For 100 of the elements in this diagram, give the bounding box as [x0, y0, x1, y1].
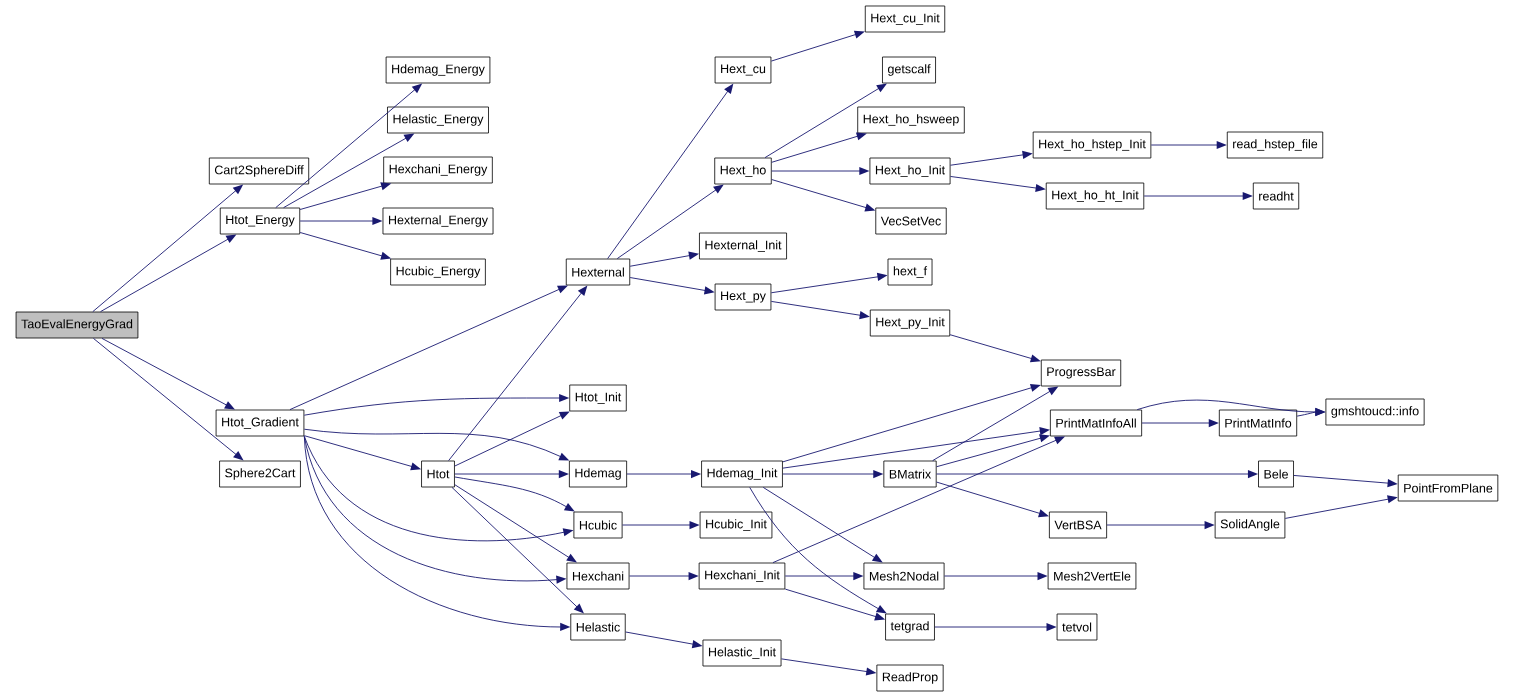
arrow: [770, 272, 888, 294]
function-box: Hext_cu_Init: [864, 5, 946, 33]
arrow: [770, 300, 870, 320]
arrow: [454, 484, 577, 563]
function-box: read_hstep_file: [1226, 131, 1324, 159]
function-box: Hexternal_Init: [699, 232, 787, 260]
function-box: Hdemag: [569, 460, 628, 488]
arrow: [782, 383, 1041, 463]
function-box: Hexternal_Energy: [382, 207, 494, 235]
function-box: ReadProp: [876, 664, 944, 692]
function-box: Hcubic_Energy: [390, 258, 486, 286]
arrow: [950, 176, 1046, 193]
arrow: [454, 411, 570, 467]
function-box: Hdemag_Energy: [385, 56, 491, 84]
arrow: [607, 83, 734, 260]
function-box: Mesh2VertEle: [1047, 562, 1137, 590]
arrow: [932, 386, 1059, 462]
arrow: [622, 520, 700, 530]
arrow: [1106, 520, 1215, 530]
arrow: [303, 428, 570, 461]
arrow: [771, 132, 867, 163]
function-box: SolidAngle: [1214, 511, 1286, 539]
arrow: [454, 476, 575, 512]
arrow: [949, 334, 1041, 363]
arrow: [1284, 495, 1398, 519]
function-box: tetgrad: [885, 613, 935, 641]
arrow: [764, 83, 887, 159]
arrow: [1296, 407, 1326, 417]
arrow: [772, 436, 1066, 564]
function-box: Htot: [421, 460, 455, 488]
arrow: [749, 486, 887, 614]
function-box: Hcubic_Init: [699, 511, 773, 539]
function-box: Hext_py: [714, 283, 772, 311]
arrow: [303, 435, 571, 632]
arrow: [283, 133, 415, 209]
arrow: [454, 469, 569, 479]
arrow: [781, 658, 877, 676]
arrow: [1150, 140, 1227, 150]
function-box: Hext_ho_ht_Init: [1045, 182, 1145, 210]
function-box: Htot_Gradient: [215, 409, 305, 437]
arrow: [629, 571, 699, 581]
arrow: [289, 285, 568, 411]
arrow: [625, 631, 703, 649]
arrow: [771, 166, 870, 176]
function-box: VertBSA: [1049, 511, 1108, 539]
function-box: Hdemag_Init: [701, 460, 783, 488]
function-box: Hext_py_Init: [869, 309, 951, 337]
function-box: readht: [1252, 182, 1300, 210]
arrow: [762, 486, 883, 563]
function-box: Mesh2Nodal: [863, 562, 945, 590]
arrow: [936, 481, 1049, 518]
arrow: [616, 184, 724, 260]
function-box: Hcubic: [573, 511, 623, 539]
function-box: PrintMatInfo: [1218, 409, 1298, 437]
function-box: Hext_ho_hstep_Init: [1032, 131, 1152, 159]
function-box: Hext_ho_hsweep: [857, 106, 965, 134]
function-box: Hexchani: [566, 562, 630, 590]
function-box: Sphere2Cart: [219, 460, 301, 488]
arrow: [771, 179, 876, 212]
arrow: [936, 469, 1259, 479]
arrow: [1141, 418, 1219, 428]
function-box: Hext_cu: [714, 56, 772, 84]
function-box: Hexchani_Init: [698, 562, 786, 590]
function-box: Hext_ho_Init: [869, 157, 951, 185]
arrow: [299, 232, 392, 260]
arrow: [629, 277, 715, 295]
arrow: [944, 571, 1048, 581]
arrow: [100, 234, 237, 313]
function-box: Hext_ho: [714, 157, 772, 185]
arrow: [303, 435, 422, 471]
arrow: [299, 216, 383, 226]
function-box: Hexchani_Energy: [383, 156, 493, 184]
arrow: [626, 469, 702, 479]
arrow: [629, 251, 700, 267]
arrow: [950, 150, 1033, 166]
arrow: [1293, 475, 1398, 488]
function-box: Hexternal: [565, 258, 631, 286]
arrow: [770, 30, 865, 62]
function-box: Htot_Init: [569, 384, 627, 412]
arrow: [93, 337, 244, 461]
arrow: [451, 486, 584, 614]
arrow: [782, 427, 1050, 469]
function-box: gmshtoucd::info: [1325, 398, 1425, 426]
function-box: PrintMatInfoAll: [1049, 409, 1143, 437]
arrow: [275, 83, 423, 209]
function-box: TaoEvalEnergyGrad: [15, 311, 139, 339]
arrow: [92, 184, 244, 313]
function-box: VecSetVec: [875, 207, 947, 235]
arrow: [936, 434, 1050, 468]
function-box: ProgressBar: [1040, 359, 1122, 387]
arrow: [448, 285, 588, 462]
function-box: hext_f: [887, 258, 933, 286]
function-box: tetvol: [1056, 613, 1098, 641]
arrow: [303, 435, 574, 542]
function-box: PointFromPlane: [1397, 474, 1499, 502]
function-box: Htot_Energy: [219, 207, 301, 235]
arrow: [784, 588, 886, 621]
arrow: [101, 337, 235, 410]
arrow: [784, 571, 864, 581]
arrow: [782, 469, 884, 479]
